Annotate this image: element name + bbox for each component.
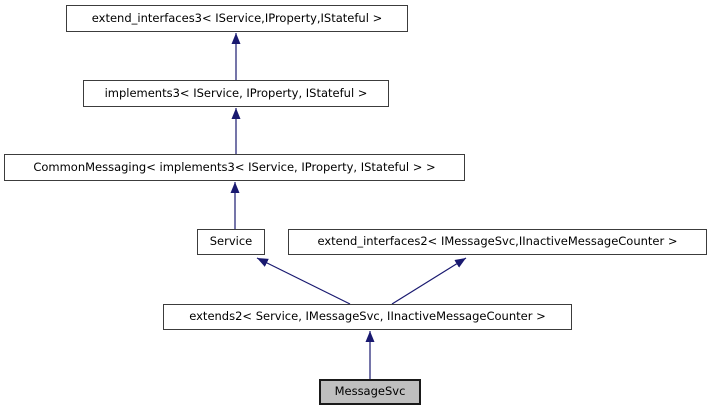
node-extends2-label: extends2< Service, IMessageSvc, IInactiv… — [189, 309, 546, 324]
edge-extends2-to-service — [256, 257, 351, 305]
node-implements3-label: implements3< IService, IProperty, IState… — [104, 85, 368, 100]
node-extend-interfaces2-label: extend_interfaces2< IMessageSvc,IInactiv… — [317, 234, 678, 249]
node-commonmessaging-label: CommonMessaging< implements3< IService, … — [33, 159, 436, 174]
node-extend-interfaces2[interactable]: extend_interfaces2< IMessageSvc,IInactiv… — [288, 229, 707, 255]
node-messagesvc-label: MessageSvc — [334, 384, 406, 399]
node-service-label: Service — [209, 234, 253, 249]
node-service[interactable]: Service — [197, 229, 265, 255]
edge-extends2-to-extend_interfaces2 — [391, 257, 467, 305]
node-commonmessaging[interactable]: CommonMessaging< implements3< IService, … — [4, 154, 465, 181]
node-extend-interfaces3-label: extend_interfaces3< IService,IProperty,I… — [91, 10, 383, 25]
node-extends2[interactable]: extends2< Service, IMessageSvc, IInactiv… — [163, 304, 572, 330]
node-messagesvc-current: MessageSvc — [319, 379, 421, 405]
node-implements3[interactable]: implements3< IService, IProperty, IState… — [83, 80, 389, 107]
node-extend-interfaces3[interactable]: extend_interfaces3< IService,IProperty,I… — [66, 5, 408, 32]
